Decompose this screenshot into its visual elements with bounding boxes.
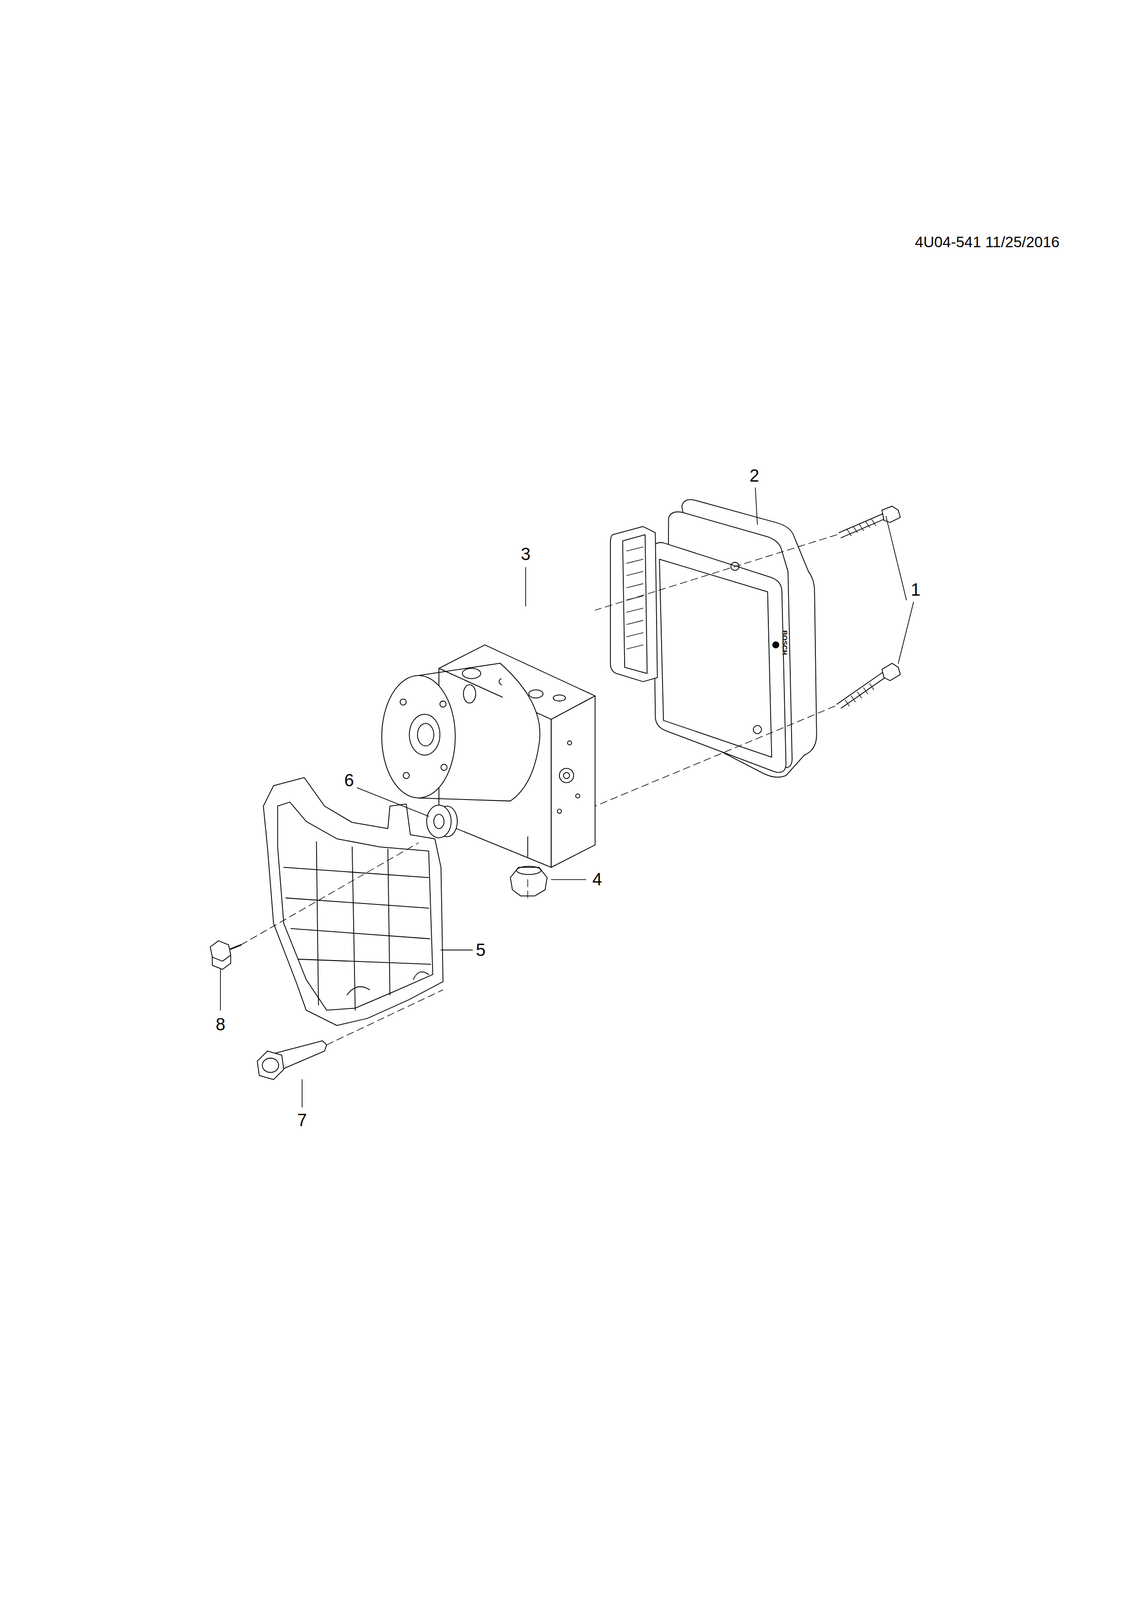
- callout-number: 4: [592, 871, 602, 889]
- leader-line: [220, 487, 914, 1108]
- callout-number: 2: [749, 467, 760, 485]
- hydraulic-unit: [381, 645, 596, 868]
- callout-number: 3: [521, 545, 531, 564]
- nut: [510, 866, 548, 897]
- callout-number: 7: [297, 1111, 308, 1130]
- callout-number: 5: [475, 941, 486, 960]
- callout-number: 1: [910, 581, 921, 599]
- brand-mark: BOSCH: [781, 630, 789, 656]
- grommet: [426, 805, 458, 839]
- bolt: [210, 941, 241, 971]
- alignment-line: [240, 534, 837, 1046]
- bolt: [257, 1041, 327, 1080]
- callout-number: 6: [344, 772, 355, 790]
- control-module: [610, 499, 817, 778]
- drawing-id: 4U04-541 11/25/2016: [914, 234, 1060, 250]
- mounting-bracket: [263, 777, 444, 1027]
- callout-number: 8: [215, 1016, 226, 1034]
